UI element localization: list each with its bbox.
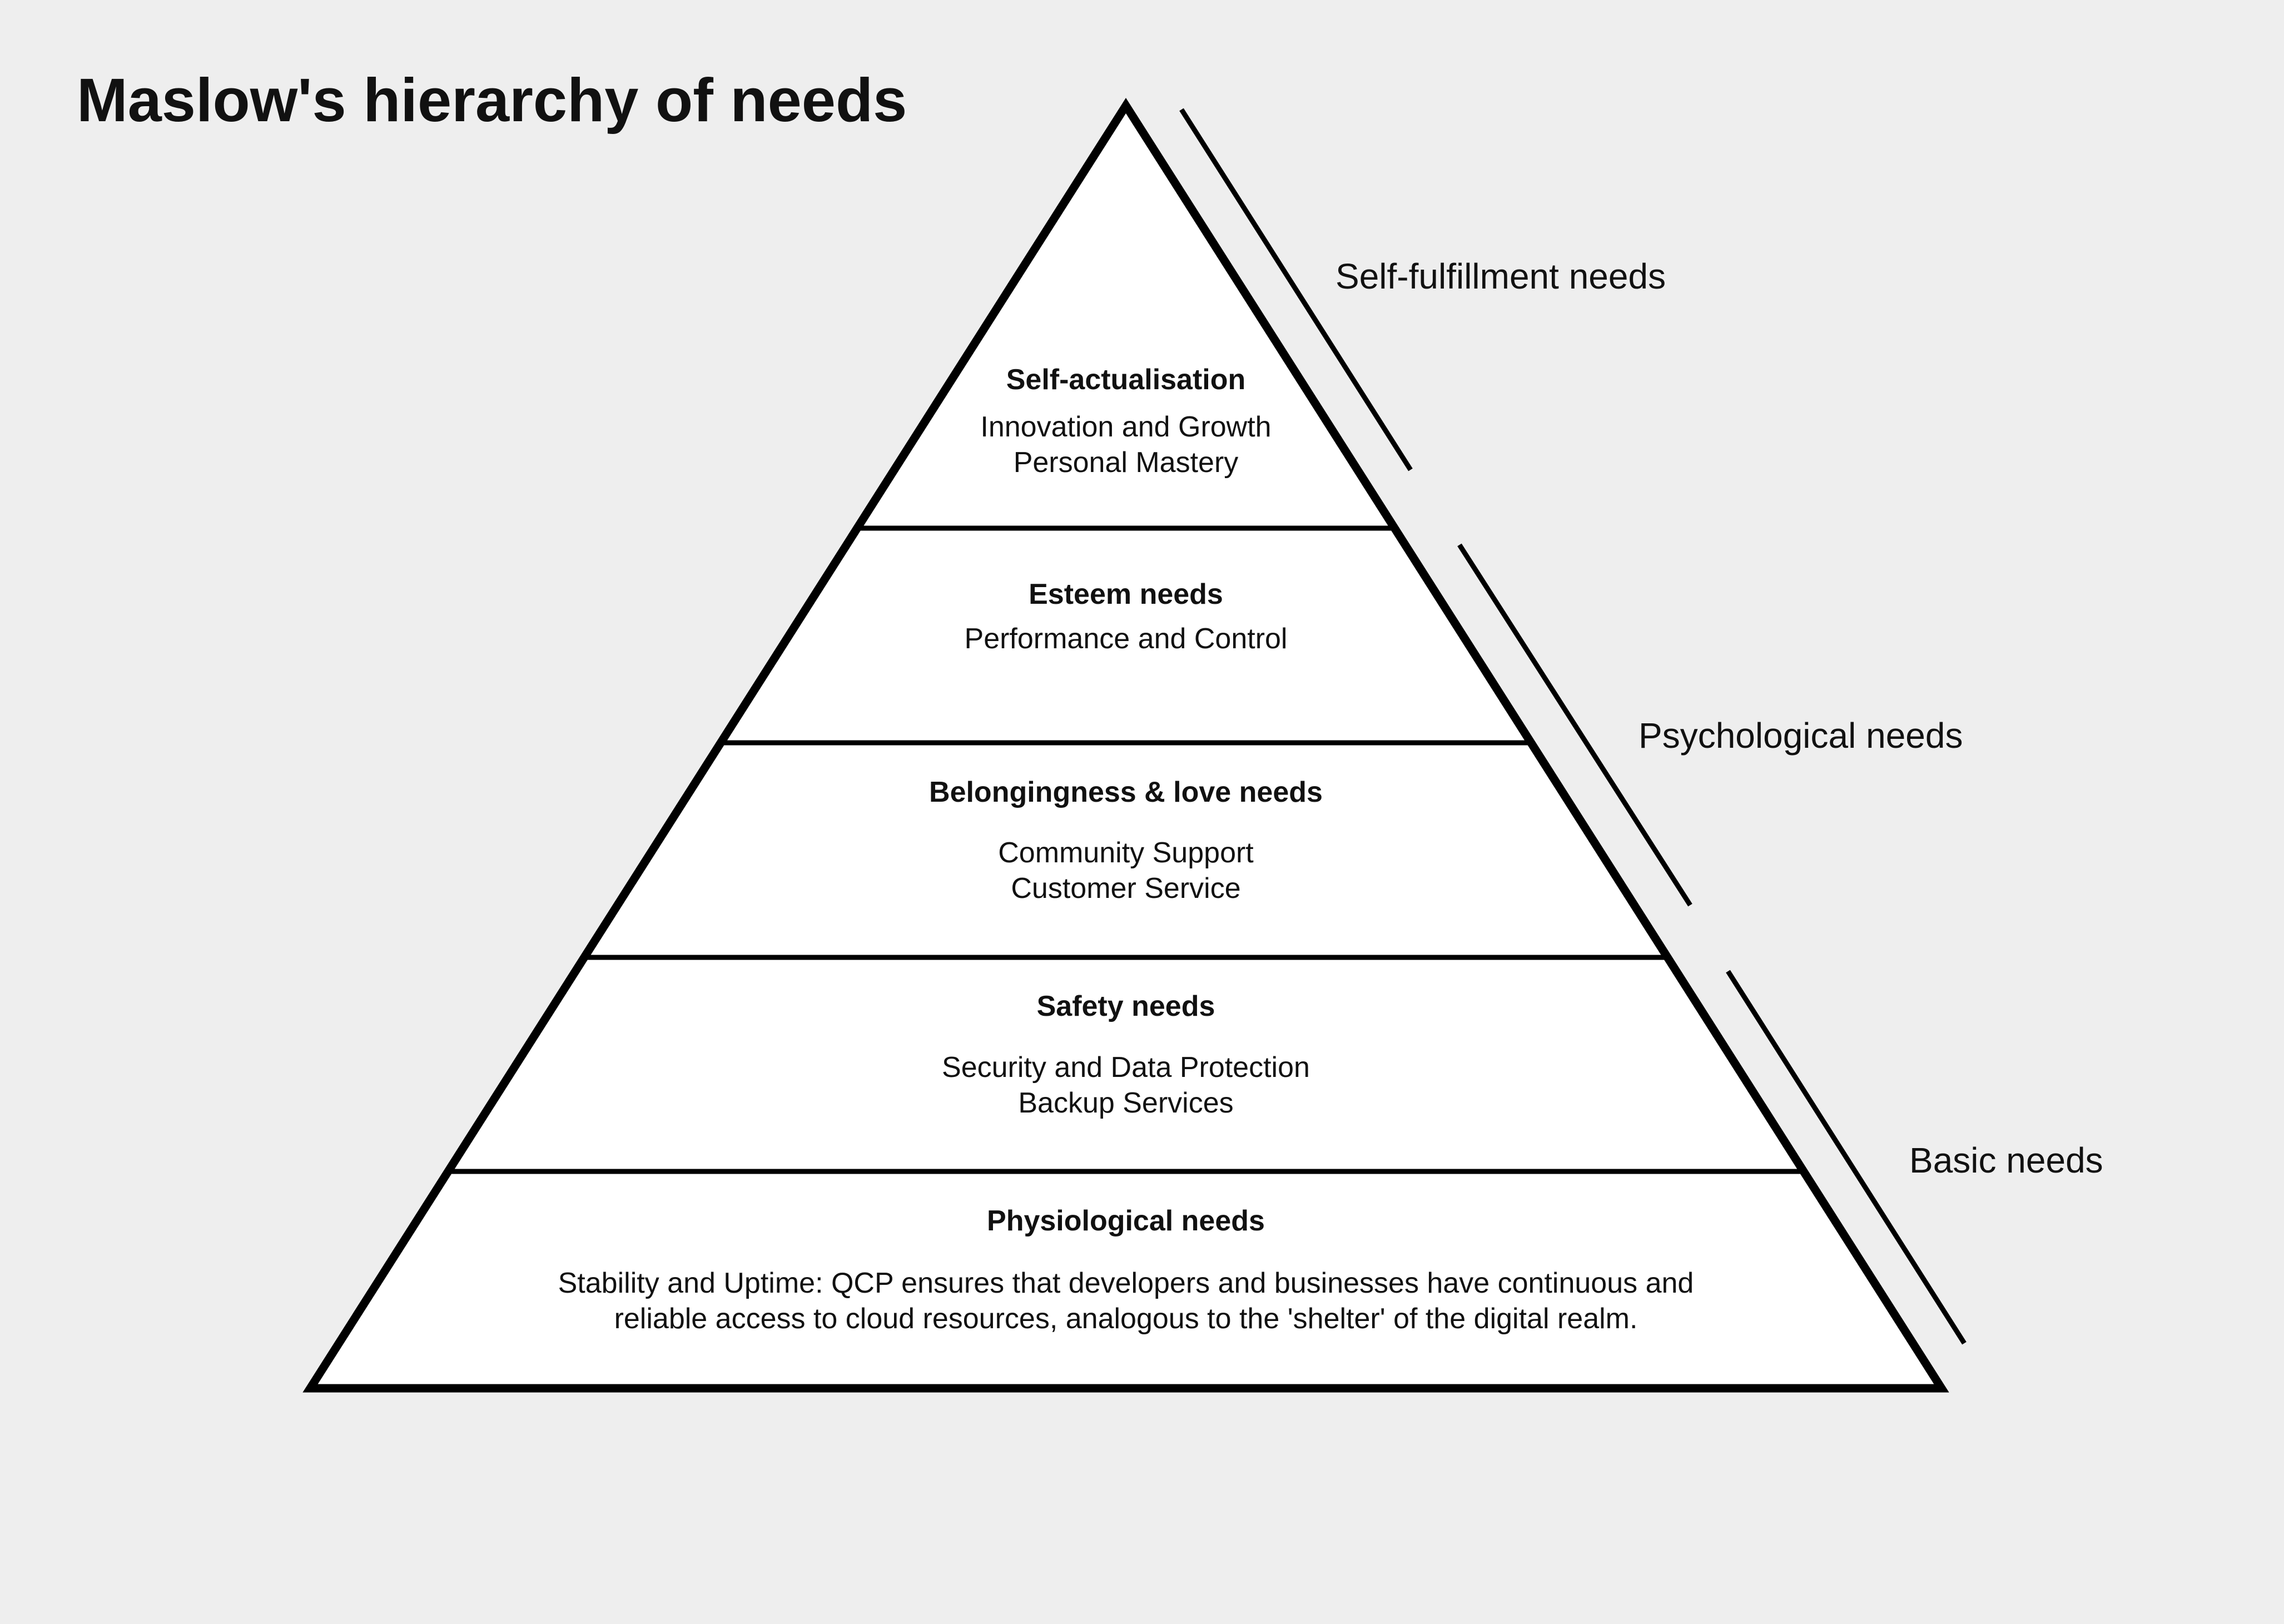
group-label-self-fulfillment: Self-fulfillment needs: [1335, 256, 1666, 296]
level-description: Innovation and Growth: [980, 411, 1271, 443]
level-name: Physiological needs: [987, 1205, 1265, 1237]
level-description: reliable access to cloud resources, anal…: [614, 1303, 1638, 1335]
level-name: Belongingness & love needs: [929, 776, 1323, 808]
level-name: Esteem needs: [1029, 578, 1223, 610]
level-self-actualisation: Self-actualisation Innovation and Growth…: [980, 364, 1271, 479]
group-bracket-line: [1457, 543, 1692, 907]
level-name: Self-actualisation: [1006, 364, 1246, 396]
level-esteem: Esteem needs Performance and Control: [965, 578, 1288, 655]
level-description: Performance and Control: [965, 623, 1288, 655]
level-description: Community Support: [998, 837, 1254, 869]
level-physiological: Physiological needs Stability and Uptime…: [558, 1205, 1694, 1335]
group-label-psychological: Psychological needs: [1638, 716, 1963, 756]
level-description: Customer Service: [1011, 872, 1240, 905]
group-bracket-line: [1179, 108, 1413, 471]
level-description: Personal Mastery: [1014, 446, 1239, 479]
level-description: Security and Data Protection: [942, 1051, 1310, 1084]
diagram-title: Maslow's hierarchy of needs: [77, 66, 907, 135]
pyramid-outline: [302, 98, 1949, 1393]
group-bracket-line: [1726, 970, 1967, 1345]
level-description: Backup Services: [1018, 1087, 1233, 1119]
pyramid-body: [310, 106, 1942, 1388]
level-safety: Safety needs Security and Data Protectio…: [942, 990, 1310, 1119]
level-name: Safety needs: [1037, 990, 1215, 1022]
level-belongingness: Belongingness & love needs Community Sup…: [929, 776, 1323, 905]
group-label-basic: Basic needs: [1909, 1140, 2103, 1180]
level-description: Stability and Uptime: QCP ensures that d…: [558, 1267, 1694, 1299]
